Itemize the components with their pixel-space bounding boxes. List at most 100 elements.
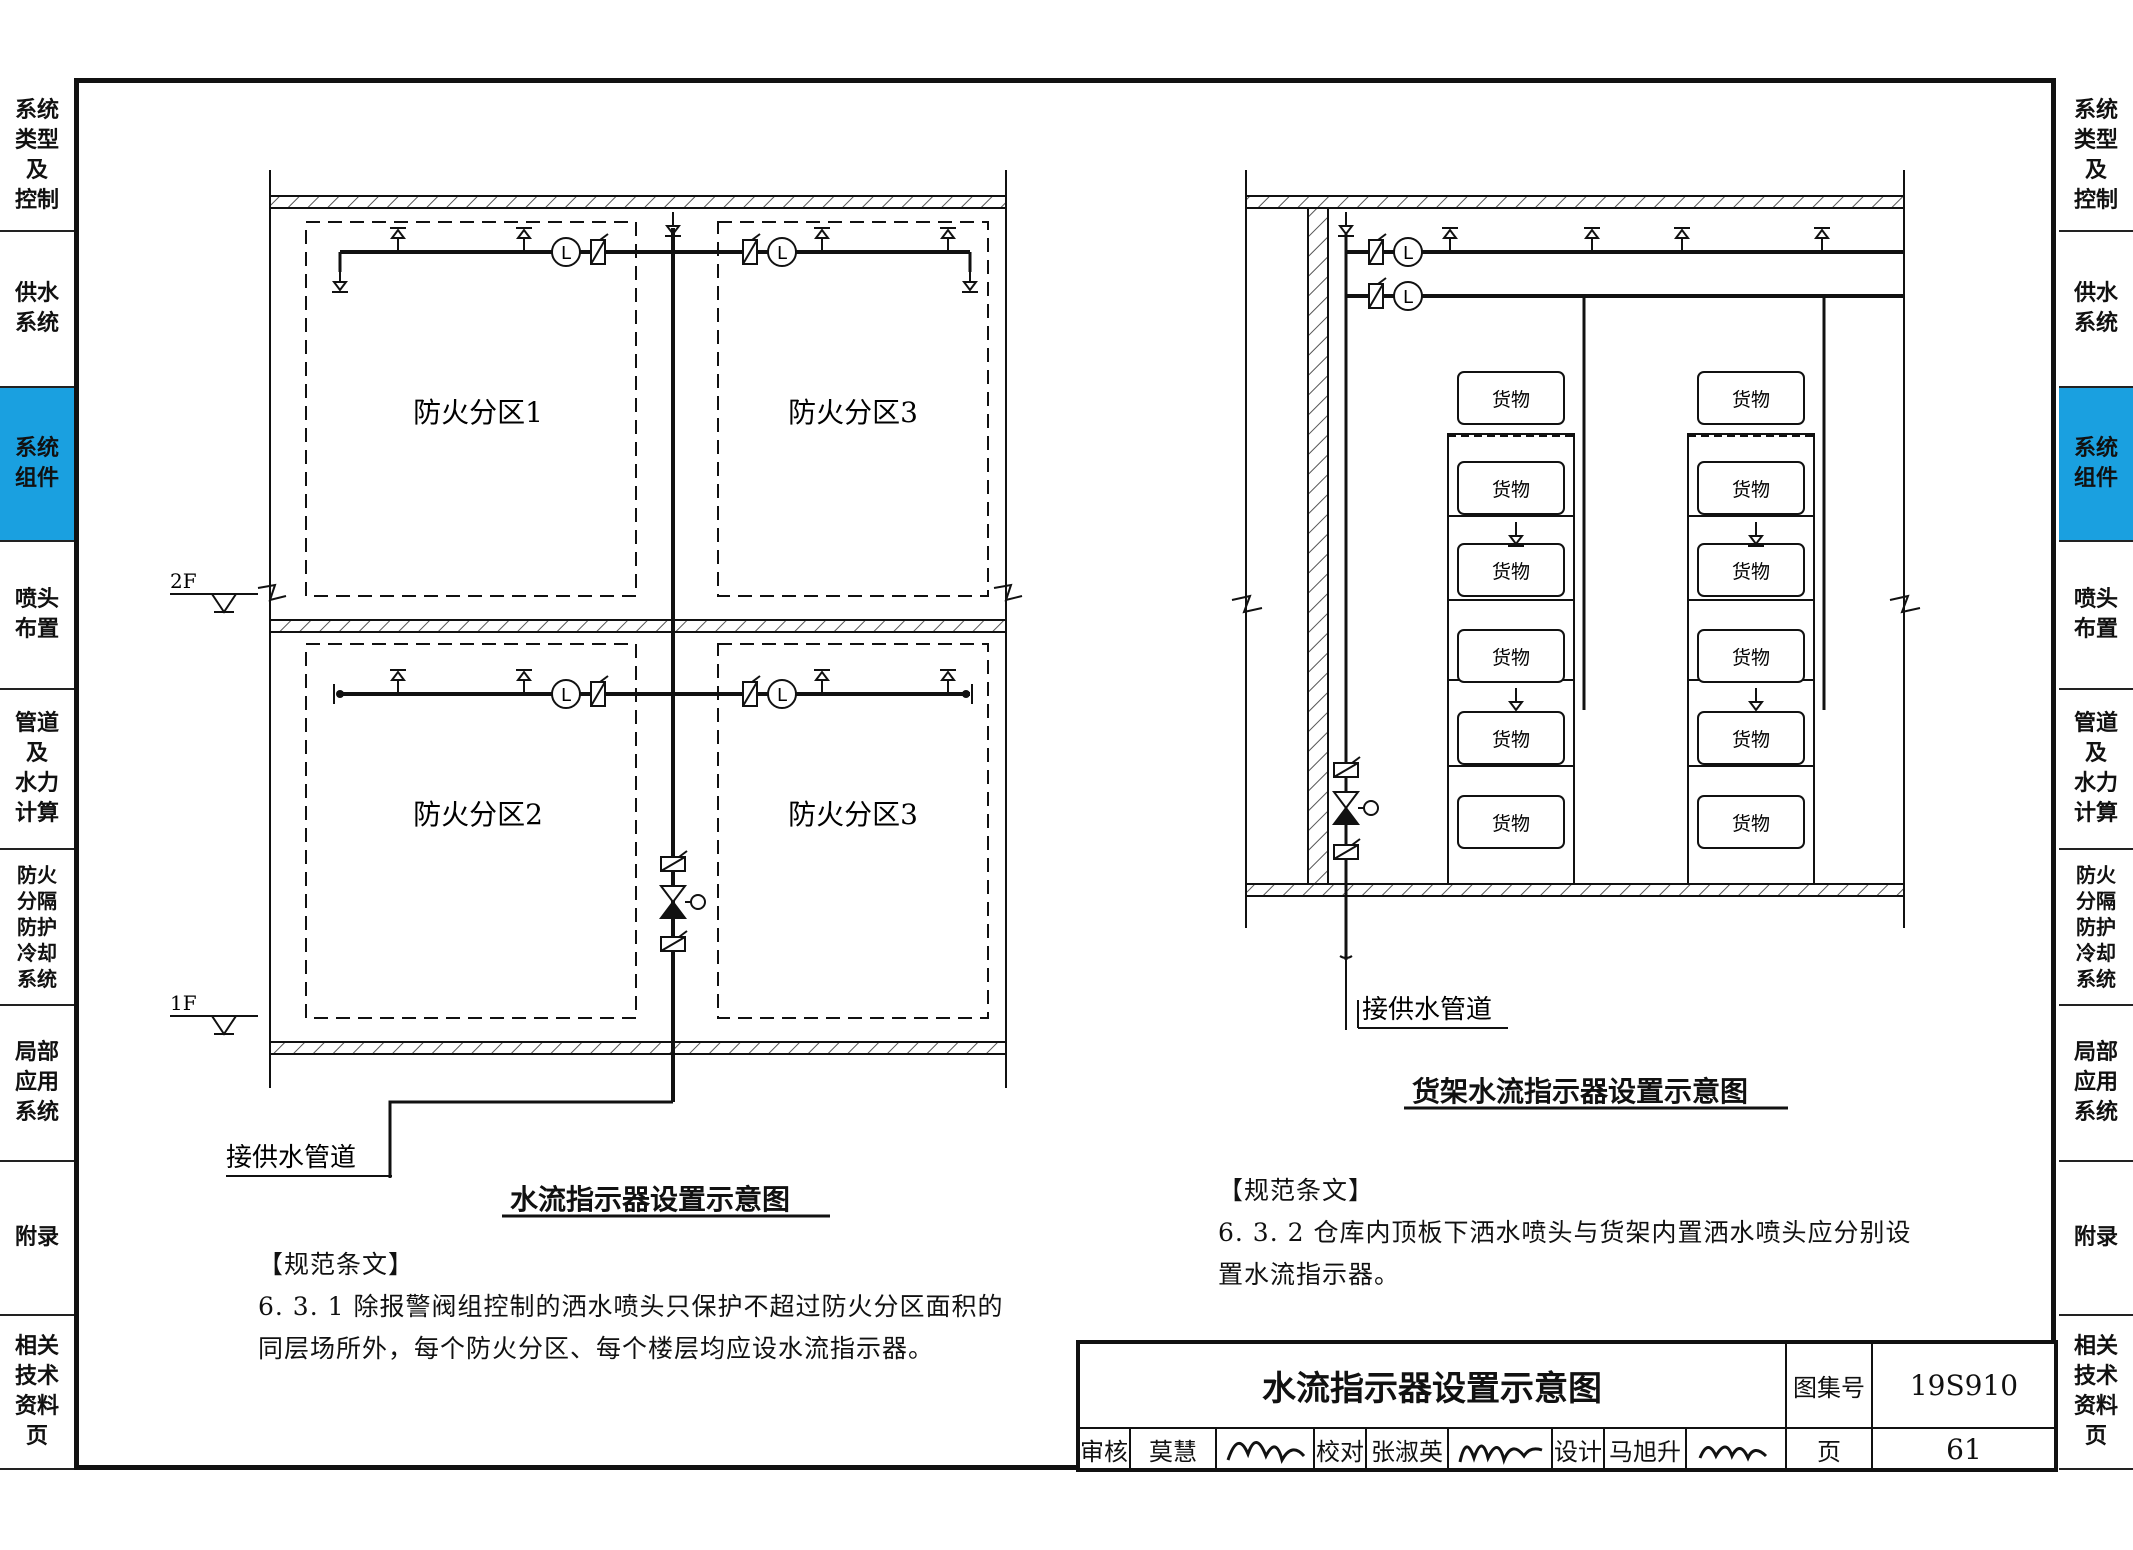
level-2f-label: 2F xyxy=(170,569,197,593)
zone-box-1 xyxy=(305,221,637,597)
sidebar-tab-label: 管道 及 水力 计算 xyxy=(2073,711,2118,826)
slab-roof xyxy=(269,195,1007,209)
slab-1f xyxy=(269,1041,1007,1055)
drawing-frame xyxy=(74,78,2056,1470)
zone-label-1: 防火分区1 xyxy=(413,396,543,429)
cargo-box xyxy=(1457,795,1565,849)
sidebar-tab-left-6[interactable]: 局部 应用 系统 xyxy=(0,1006,74,1162)
reviewer-name: 莫慧 xyxy=(1149,1437,1197,1466)
left-caption: 水流指示器设置示意图 xyxy=(510,1183,791,1216)
cargo-label: 货物 xyxy=(1492,561,1530,583)
sidebar-tab-right-6[interactable]: 局部 应用 系统 xyxy=(2059,1006,2133,1162)
atlas-number: 19S910 xyxy=(1909,1368,2019,1402)
cargo-box xyxy=(1457,543,1565,597)
sidebar-tab-right-8[interactable]: 相关 技术 资料 页 xyxy=(2059,1316,2133,1470)
check-label: 校对 xyxy=(1316,1437,1364,1466)
sidebar-tab-label: 附录 xyxy=(14,1225,59,1250)
review-label: 审核 xyxy=(1080,1437,1128,1466)
right-note: 【规范条文】 6. 3. 2 仓库内顶板下洒水喷头与货架内置洒水喷头应分别设 置… xyxy=(1218,1170,2018,1296)
zone-box-2 xyxy=(305,643,637,1019)
right-note-line2: 置水流指示器。 xyxy=(1218,1260,1401,1289)
slab-2f xyxy=(269,619,1007,633)
sidebar-tab-right-0[interactable]: 系统 类型 及 控制 xyxy=(2059,82,2133,232)
sidebar-tab-label: 局部 应用 系统 xyxy=(14,1040,59,1125)
title-block-title: 水流指示器设置示意图 xyxy=(1262,1368,1602,1409)
signature-designer xyxy=(1698,1445,1768,1462)
cargo-label: 货物 xyxy=(1492,479,1530,501)
cargo-box xyxy=(1697,629,1805,683)
slab-top-right xyxy=(1245,195,1905,209)
sidebar-tab-label: 喷头 布置 xyxy=(2073,587,2118,642)
cargo-label: 货物 xyxy=(1732,729,1770,751)
zone-box-3-lower xyxy=(717,643,989,1019)
left-note-line1: 6. 3. 1 除报警阀组控制的洒水喷头只保护不超过防火分区面积的 xyxy=(258,1292,1004,1321)
sidebar-tab-label: 管道 及 水力 计算 xyxy=(14,711,59,826)
sidebar-tab-label: 相关 技术 资料 页 xyxy=(14,1334,59,1449)
zone-label-3-upper: 防火分区3 xyxy=(788,396,918,429)
sidebar-tab-label: 防火 分隔 防护 冷却 系统 xyxy=(17,863,57,991)
sidebar-tab-left-8[interactable]: 相关 技术 资料 页 xyxy=(0,1316,74,1470)
sidebar-tab-right-5[interactable]: 防火 分隔 防护 冷却 系统 xyxy=(2059,850,2133,1006)
supply-label-right: 接供水管道 xyxy=(1362,995,1492,1025)
supply-pipe-left xyxy=(388,1100,673,1178)
left-diagram: 2F 1F 防火分区1 防火分区3 防火分区2 防火分区3 接供水管道 xyxy=(170,170,1023,1178)
right-note-line1: 6. 3. 2 仓库内顶板下洒水喷头与货架内置洒水喷头应分别设 xyxy=(1218,1218,1912,1247)
cargo-box xyxy=(1457,461,1565,515)
cargo-box xyxy=(1697,461,1805,515)
sidebar-tab-label: 供水 系统 xyxy=(2073,281,2118,336)
atlas-label: 图集号 xyxy=(1793,1373,1865,1402)
left-note-heading: 【规范条文】 xyxy=(258,1250,415,1279)
sidebar-tab-label: 系统 类型 及 控制 xyxy=(2073,98,2118,213)
sidebar-tab-label: 系统 类型 及 控制 xyxy=(14,98,59,213)
signature-checker xyxy=(1458,1444,1543,1465)
designer-name: 马旭升 xyxy=(1609,1437,1681,1466)
cargo-box xyxy=(1697,795,1805,849)
sidebar-tab-right-1[interactable]: 供水 系统 xyxy=(2059,232,2133,388)
sidebar-tab-left-0[interactable]: 系统 类型 及 控制 xyxy=(0,82,74,232)
cargo-label: 货物 xyxy=(1492,389,1530,411)
sidebar-tab-left-5[interactable]: 防火 分隔 防护 冷却 系统 xyxy=(0,850,74,1006)
sidebar-tab-left-4[interactable]: 管道 及 水力 计算 xyxy=(0,690,74,850)
cargo-label: 货物 xyxy=(1732,561,1770,583)
sidebar-tab-left-1[interactable]: 供水 系统 xyxy=(0,232,74,388)
sidebar-tab-right-2[interactable]: 系统 组件 xyxy=(2059,388,2133,542)
sidebar-tab-right-3[interactable]: 喷头 布置 xyxy=(2059,542,2133,690)
page-label: 页 xyxy=(1817,1437,1841,1466)
zone-label-3-lower: 防火分区3 xyxy=(788,798,918,831)
checker-name: 张淑英 xyxy=(1371,1437,1443,1466)
cargo-label: 货物 xyxy=(1492,813,1530,835)
sidebar-tab-label: 喷头 布置 xyxy=(14,587,59,642)
level-1f-label: 1F xyxy=(170,991,197,1015)
cargo-label: 货物 xyxy=(1732,479,1770,501)
right-caption: 货架水流指示器设置示意图 xyxy=(1412,1075,1749,1108)
design-label: 设计 xyxy=(1554,1437,1602,1466)
cargo-label: 货物 xyxy=(1732,647,1770,669)
left-note: 【规范条文】 6. 3. 1 除报警阀组控制的洒水喷头只保护不超过防火分区面积的… xyxy=(258,1244,1058,1370)
cargo-box xyxy=(1697,543,1805,597)
zone-label-2: 防火分区2 xyxy=(413,798,543,831)
signature-reviewer xyxy=(1226,1441,1306,1465)
rack-frame xyxy=(1687,433,1815,885)
wall-column xyxy=(1307,207,1329,885)
cargo-box xyxy=(1697,371,1805,425)
page-number: 61 xyxy=(1946,1432,1982,1466)
cargo-label: 货物 xyxy=(1732,389,1770,411)
sidebar-tab-label: 局部 应用 系统 xyxy=(2073,1040,2118,1125)
sidebar-tab-label: 供水 系统 xyxy=(14,281,59,336)
right-note-heading: 【规范条文】 xyxy=(1218,1176,1375,1205)
sidebar-tab-label: 附录 xyxy=(2073,1225,2118,1250)
cargo-box xyxy=(1457,629,1565,683)
sidebar-tab-left-3[interactable]: 喷头 布置 xyxy=(0,542,74,690)
sidebar-tab-right-4[interactable]: 管道 及 水力 计算 xyxy=(2059,690,2133,850)
cargo-label: 货物 xyxy=(1732,813,1770,835)
sidebar-tab-right-7[interactable]: 附录 xyxy=(2059,1162,2133,1316)
sidebar-tab-label: 相关 技术 资料 页 xyxy=(2073,1334,2118,1449)
title-block xyxy=(1076,1340,2058,1472)
left-note-line2: 同层场所外，每个防火分区、每个楼层均应设水流指示器。 xyxy=(258,1334,935,1363)
sidebar-tab-left-2[interactable]: 系统 组件 xyxy=(0,388,74,542)
sidebar-tab-label: 防火 分隔 防护 冷却 系统 xyxy=(2076,863,2116,991)
sidebar-tab-left-7[interactable]: 附录 xyxy=(0,1162,74,1316)
